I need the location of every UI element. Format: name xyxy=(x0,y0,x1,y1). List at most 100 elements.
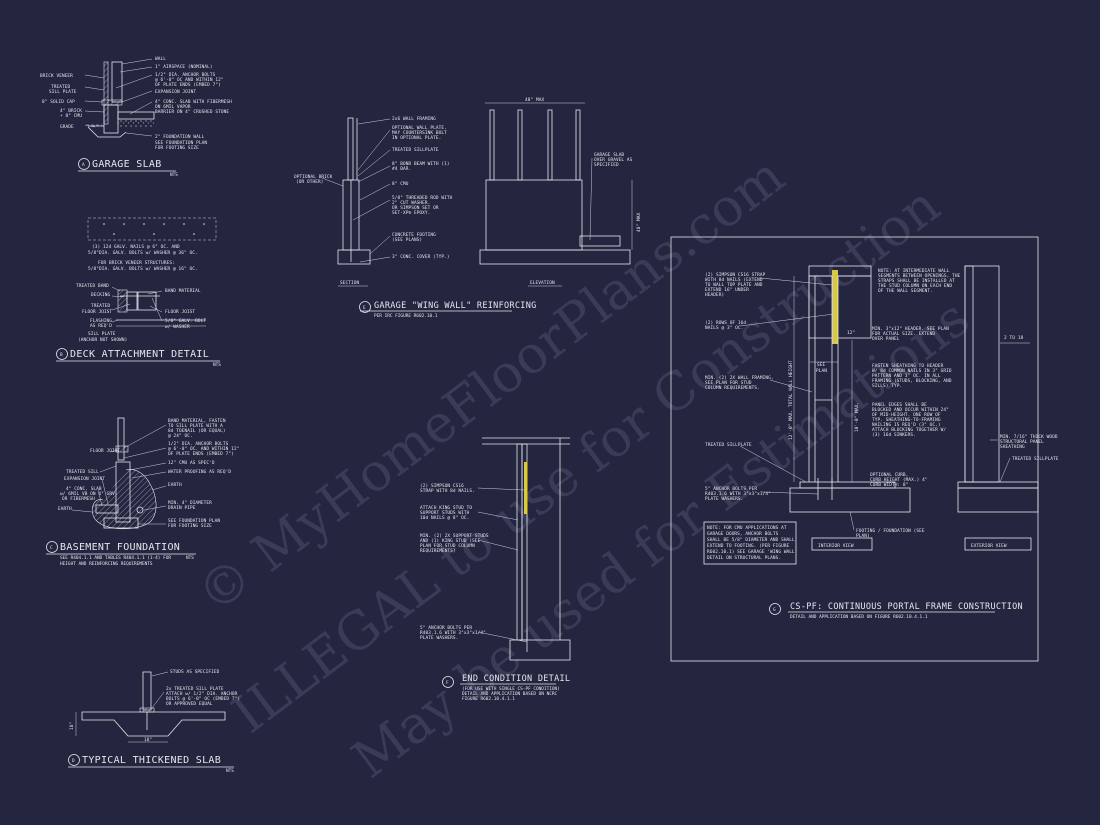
elev-stud-2 xyxy=(517,109,523,181)
cmu-wall-shape xyxy=(115,461,131,523)
svg-text:1/2" DIA. ANCHOR BOLTS: 1/2" DIA. ANCHOR BOLTS xyxy=(155,72,216,78)
svg-text:EXPANSION JOINT: EXPANSION JOINT xyxy=(64,476,105,482)
svg-text:OPTIONAL CURB,: OPTIONAL CURB, xyxy=(870,472,908,478)
svg-text:STRUCTURAL PANEL: STRUCTURAL PANEL xyxy=(1000,439,1044,445)
simpson-strap xyxy=(524,462,527,514)
svg-text:TO SILL PLATE WITH A: TO SILL PLATE WITH A xyxy=(168,423,223,429)
detail-subtitle: FIGURE R602.10.4.1.1 xyxy=(462,696,515,702)
bolt-marks xyxy=(103,223,205,235)
title-block-a: A GARAGE SLAB NTS xyxy=(78,158,178,178)
svg-text:FOR BRICK VENEER STRUCTURES:: FOR BRICK VENEER STRUCTURES: xyxy=(98,260,175,266)
detail-title: END CONDITION DETAIL xyxy=(462,674,570,684)
stud-shape xyxy=(142,671,152,711)
svg-text:EXTEND TO FOOTING. (PER FIGURE: EXTEND TO FOOTING. (PER FIGURE xyxy=(707,543,790,549)
detail-scale: NTS xyxy=(186,555,194,561)
elevation-label: ELEVATION xyxy=(530,280,555,286)
svg-text:4" CONC. SLAB WITH FIBERMESH: 4" CONC. SLAB WITH FIBERMESH xyxy=(155,99,232,105)
detail-border xyxy=(670,236,1039,662)
svg-text:EARTH: EARTH xyxy=(168,482,182,488)
svg-text:SHALL BE 5/8" DIAMETER AND SHA: SHALL BE 5/8" DIAMETER AND SHALL xyxy=(707,537,795,543)
svg-text:TREATED SILLPLATE: TREATED SILLPLATE xyxy=(705,442,752,448)
svg-text:1/2" DIA. ANCHOR BOLTS: 1/2" DIA. ANCHOR BOLTS xyxy=(168,441,229,447)
svg-text:SILL PLATE: SILL PLATE xyxy=(88,331,116,337)
dim-see-plan: PLAN xyxy=(816,368,827,374)
band-shape xyxy=(115,445,129,453)
svg-text:SET-XP® EPOXY.: SET-XP® EPOXY. xyxy=(392,210,430,216)
labels-c-right: BAND MATERIAL, FASTEN TO SILL PLATE WITH… xyxy=(123,418,239,529)
watermark: © MyHomeFloorPlans.com ILLEGAL to use fo… xyxy=(187,146,981,791)
svg-text:BOLTS @ 6'-0" OC (EMBED 7"): BOLTS @ 6'-0" OC (EMBED 7") xyxy=(166,696,240,702)
notes-right: WALL 1" AIRSPACE (NOMINAL) 1/2" DIA. ANC… xyxy=(155,56,232,151)
dim-side: 48" MAX xyxy=(636,213,642,232)
svg-text:FLOOR JOIST: FLOOR JOIST xyxy=(165,309,195,315)
svg-text:1" AIRSPACE (NOMINAL): 1" AIRSPACE (NOMINAL) xyxy=(155,64,213,70)
detail-letter: E xyxy=(363,305,366,311)
dim-horizontal: 18" xyxy=(144,737,152,743)
svg-text:(2) SIMPSON CS16: (2) SIMPSON CS16 xyxy=(420,483,464,489)
svg-text:SEGMENTS BETWEEN OPENINGS, THE: SEGMENTS BETWEEN OPENINGS, THE xyxy=(878,273,961,279)
detail-letter: G xyxy=(773,607,776,613)
svg-text:@ 6'-0" OC AND WITHIN 12": @ 6'-0" OC AND WITHIN 12" xyxy=(155,77,224,83)
svg-text:8d TOENAIL (OR EQUAL): 8d TOENAIL (OR EQUAL) xyxy=(168,428,226,434)
svg-text:TYP. SHEATHING-TO-FRAMING: TYP. SHEATHING-TO-FRAMING xyxy=(872,417,941,423)
svg-text:FOR FOOTING SIZE: FOR FOOTING SIZE xyxy=(168,523,212,529)
footing-shape xyxy=(337,249,371,265)
detail-subtitle: (FOR USE WITH SINGLE CS-PF CONDITION) xyxy=(462,686,560,692)
svg-text:8" BOND BEAM WITH (1): 8" BOND BEAM WITH (1) xyxy=(392,161,450,167)
slab-elevation-shape xyxy=(579,235,621,247)
svg-text:THE STUD COLUMN ON EACH END: THE STUD COLUMN ON EACH END xyxy=(878,283,952,289)
svg-text:REQUIREMENTS): REQUIREMENTS) xyxy=(420,548,456,554)
svg-text:SHEATHING: SHEATHING xyxy=(1000,444,1025,450)
stud-shape xyxy=(117,417,125,461)
svg-text:STUDS AS SPECIFIED: STUDS AS SPECIFIED xyxy=(170,669,220,675)
svg-text:FRAMING (STUDS, BLOCKING, AND: FRAMING (STUDS, BLOCKING, AND xyxy=(872,378,952,384)
detail-title: GARAGE "WING WALL" REINFORCING xyxy=(374,301,537,311)
svg-text:PLATE WASHERS.: PLATE WASHERS. xyxy=(705,496,743,502)
solid-cap-shape xyxy=(101,99,123,106)
svg-text:TREATED SILLPLATE: TREATED SILLPLATE xyxy=(1012,456,1059,462)
interior-view-box xyxy=(811,537,873,551)
svg-text:MIN. (2) 2X WALL FRAMING,: MIN. (2) 2X WALL FRAMING, xyxy=(705,375,774,381)
svg-text:TREATED BAND: TREATED BAND xyxy=(76,283,109,289)
svg-text:TO WALL TOP PLATE AND: TO WALL TOP PLATE AND xyxy=(705,282,763,288)
svg-text:PLAN): PLAN) xyxy=(856,533,870,539)
svg-text:FLOOR JOIST: FLOOR JOIST xyxy=(82,309,112,315)
svg-text:BRICK VENEER: BRICK VENEER xyxy=(40,73,73,79)
svg-text:2x6 WALL FRAMING: 2x6 WALL FRAMING xyxy=(392,116,436,122)
svg-text:BAND MATERIAL: BAND MATERIAL xyxy=(165,288,201,294)
detail-scale: NTS xyxy=(226,768,234,774)
bolt-pattern-box xyxy=(87,217,217,241)
svg-text:5/8" THREADED ROD WITH: 5/8" THREADED ROD WITH xyxy=(392,195,453,201)
svg-text:OF PLATE ENDS (EMBED 7"): OF PLATE ENDS (EMBED 7") xyxy=(168,451,234,457)
svg-text:@ 6'-0" OC. AND WITHIN 12": @ 6'-0" OC. AND WITHIN 12" xyxy=(168,446,239,452)
svg-text:SEE PLAN FOR STUD: SEE PLAN FOR STUD xyxy=(705,380,752,386)
detail-title: DECK ATTACHMENT DETAIL xyxy=(70,349,209,360)
interior-view-label: INTERIOR VIEW xyxy=(818,543,854,549)
dim-see-plan: SEE xyxy=(817,362,825,368)
joist-shape xyxy=(126,291,138,311)
svg-text:2" CUT WASHER.: 2" CUT WASHER. xyxy=(392,200,430,206)
svg-text:10d NAILS @ 8" OC.: 10d NAILS @ 8" OC. xyxy=(420,515,469,521)
svg-text:2x TREATED SILL PLATE: 2x TREATED SILL PLATE xyxy=(166,686,224,692)
dim-vertical: 18" xyxy=(69,722,75,730)
svg-text:SILLS) TYP.: SILLS) TYP. xyxy=(872,383,902,389)
footing-elevation-shape xyxy=(479,249,631,265)
svg-text:PLAN FOR STUD COLUMN: PLAN FOR STUD COLUMN xyxy=(420,543,475,549)
svg-text:SPECIFIED: SPECIFIED xyxy=(594,162,619,168)
svg-text:(OR OTHER): (OR OTHER) xyxy=(296,179,323,185)
detail-subtitle: DETAIL AND APPLICATION BASED ON NCRC xyxy=(462,691,558,697)
exterior-view-label: EXTERIOR VIEW xyxy=(971,543,1007,549)
svg-text:WATER PROOFING AS REQ'D: WATER PROOFING AS REQ'D xyxy=(168,469,231,475)
labels-c-left: FLOOR JOIST TREATED SILL EXPANSION JOINT… xyxy=(58,448,120,513)
detail-a-garage-slab: BRICK VENEER TREATED SILL PLATE 8" SOLID… xyxy=(40,56,232,178)
labels-g-right: NOTE: AT INTERMEDIATE WALL SEGMENTS BETW… xyxy=(870,268,961,488)
slab-shape xyxy=(117,111,155,120)
svg-text:DETAIL ON STRUCTURAL PLANS.: DETAIL ON STRUCTURAL PLANS. xyxy=(707,555,781,561)
svg-text:w/ 6MIL VB ON 4" GRV.: w/ 6MIL VB ON 4" GRV. xyxy=(60,491,118,497)
svg-text:R602.10.1) SEE GARAGE 'WING WA: R602.10.1) SEE GARAGE 'WING WALL' xyxy=(707,549,798,555)
stud-shape xyxy=(347,117,354,181)
svg-text:OVER PANEL: OVER PANEL xyxy=(872,336,900,342)
detail-b-deck-attachment: (3) 12d GALV. NAILS @ 6" OC. AND 5/8"DIA… xyxy=(56,217,221,368)
labels-e-mid: 2x6 WALL FRAMING OPTIONAL WALL PLATE. MA… xyxy=(352,116,453,263)
